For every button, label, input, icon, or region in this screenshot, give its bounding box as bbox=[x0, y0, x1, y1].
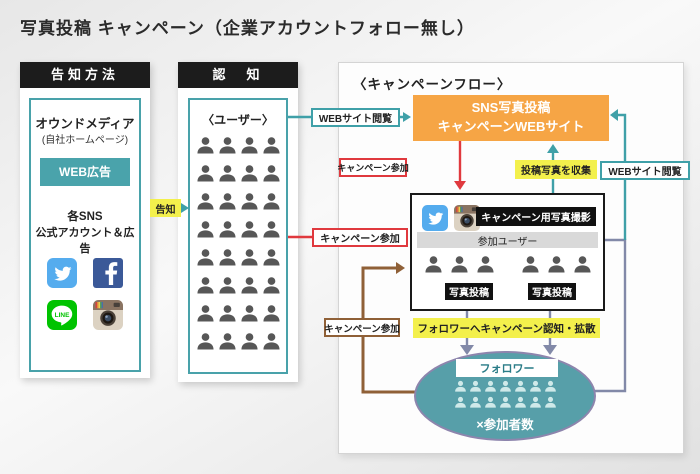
followers-ellipse: フォロワー ×参加者数 bbox=[414, 351, 596, 441]
panel-method-header: 告知方法 bbox=[20, 62, 150, 88]
web-ad-badge: WEB広告 bbox=[40, 158, 130, 186]
flow-header: 〈キャンペーンフロー〉 bbox=[353, 77, 512, 92]
participants-box: キャンペーン用写真撮影 参加ユーザー 写真投稿 写真投稿 bbox=[410, 193, 605, 311]
panel-awareness-header: 認 知 bbox=[178, 62, 298, 88]
owned-media-sublabel: (自社ホームページ) bbox=[41, 135, 129, 146]
twitter-icon bbox=[47, 258, 77, 288]
twitter-icon bbox=[422, 205, 448, 231]
sns-label-line1: 各SNS bbox=[67, 211, 103, 223]
line-icon: LINE bbox=[47, 300, 77, 330]
participants-users-bar: 参加ユーザー bbox=[417, 232, 598, 248]
svg-text:LINE: LINE bbox=[55, 312, 70, 319]
tag-campaign-join-loop: キャンペーン参加 bbox=[324, 318, 400, 337]
followers-label: フォロワー bbox=[456, 359, 558, 377]
sns-icon-grid: LINE bbox=[31, 258, 139, 330]
facebook-icon bbox=[93, 258, 123, 288]
tag-web-view-left: WEBサイト閲覧 bbox=[311, 108, 400, 127]
photo-post-label-left: 写真投稿 bbox=[445, 283, 493, 300]
tag-campaign-join-from-site: キャンペーン参加 bbox=[337, 158, 409, 177]
method-inner-box: オウンドメディア (自社ホームページ) WEB広告 各SNS 公式アカウント＆広… bbox=[29, 98, 141, 372]
campaign-website-box: SNS写真投稿 キャンペーンWEBサイト bbox=[413, 95, 609, 141]
sns-label-line2: 公式アカウント＆広告 bbox=[35, 227, 135, 255]
website-box-line1: SNS写真投稿 bbox=[471, 100, 551, 116]
page-title: 写真投稿 キャンペーン（企業アカウントフォロー無し） bbox=[20, 19, 475, 38]
users-label: 〈ユーザー〉 bbox=[202, 113, 274, 127]
website-box-line2: キャンペーンWEBサイト bbox=[437, 119, 585, 134]
users-inner-box: 〈ユーザー〉 bbox=[188, 98, 288, 374]
followers-icon-row-1 bbox=[416, 380, 594, 392]
followers-caption: ×参加者数 bbox=[476, 418, 534, 432]
instagram-icon bbox=[93, 300, 123, 330]
owned-media-label: オウンドメディア bbox=[35, 117, 135, 131]
tag-notice: 告知 bbox=[150, 199, 181, 217]
user-icon-grid bbox=[195, 136, 281, 350]
tag-collect-photos: 投稿写真を収集 bbox=[515, 160, 597, 179]
participant-groups bbox=[412, 255, 603, 273]
followers-icon-row-2 bbox=[416, 396, 594, 408]
participant-group-right bbox=[521, 255, 592, 273]
panel-notification-method: 告知方法 オウンドメディア (自社ホームページ) WEB広告 各SNS 公式アカ… bbox=[20, 62, 150, 378]
panel-awareness: 認 知 〈ユーザー〉 bbox=[178, 62, 298, 382]
instagram-icon bbox=[454, 205, 480, 231]
photo-shoot-label: キャンペーン用写真撮影 bbox=[476, 207, 596, 226]
spread-to-followers-bar: フォロワーへキャンペーン認知・拡散 bbox=[413, 318, 600, 338]
tag-campaign-join-from-users: キャンペーン参加 bbox=[312, 228, 408, 247]
tag-web-view-right: WEBサイト閲覧 bbox=[600, 161, 690, 180]
photo-post-label-right: 写真投稿 bbox=[528, 283, 576, 300]
participant-group-left bbox=[424, 255, 495, 273]
